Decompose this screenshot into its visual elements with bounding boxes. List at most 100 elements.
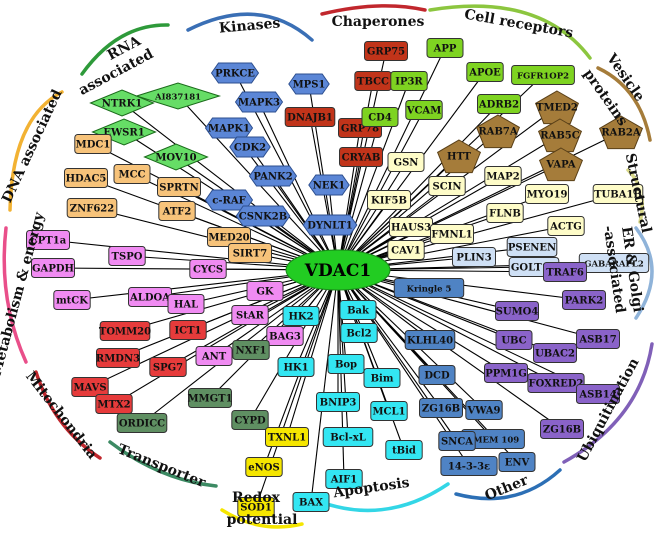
- category-label-other: Other: [483, 472, 531, 504]
- node-shape: [498, 452, 536, 472]
- category-arc-dna: [8, 90, 64, 212]
- category-arc-mitochondria: [34, 370, 102, 460]
- node-ip3r: IP3R: [390, 71, 428, 91]
- node-traf6: TRAF6: [543, 262, 587, 282]
- node-shape: [292, 492, 330, 512]
- node-shape: [95, 394, 133, 414]
- node-label: PANK2: [253, 172, 292, 183]
- category-arc-kinases: [186, 12, 314, 42]
- node-tmem-109: TMEM 109: [461, 429, 525, 449]
- node-label: APOE: [468, 68, 501, 79]
- category-arc-vesicle: [596, 66, 652, 142]
- node-label: MCC: [119, 170, 146, 181]
- node-foxred2: FOXRED2: [527, 373, 585, 393]
- node-label: MAVS: [73, 383, 106, 394]
- node-mdc1: MDC1: [74, 134, 112, 154]
- node-label: KIF5B: [371, 196, 407, 207]
- node-label: MTX2: [97, 400, 130, 411]
- node-label: RMDN3: [96, 354, 140, 365]
- node-label: GAPDH: [32, 264, 74, 275]
- node-label: TUBA1B: [594, 190, 642, 201]
- node-shape: [204, 189, 254, 211]
- node-shape: [405, 100, 443, 120]
- node-haus3: HAUS3: [389, 217, 433, 237]
- node-label: EWSR1: [103, 128, 144, 139]
- node-label: PSENEN: [508, 243, 556, 254]
- node-label: FGFR1OP2: [517, 72, 569, 82]
- node-label: CRYAB: [342, 153, 381, 164]
- node-label: FOXRED2: [529, 379, 584, 390]
- category-label-kinases: Kinases: [218, 15, 281, 36]
- edge-tuba1b: [337, 193, 619, 271]
- category-arc-rna: [80, 23, 170, 76]
- node-shape: [204, 117, 254, 139]
- node-vapa: VAPA: [538, 147, 584, 182]
- node-label: HK2: [288, 312, 313, 323]
- node-shape: [277, 357, 315, 377]
- node-mcl1: MCL1: [370, 401, 408, 421]
- category-arc-transporter: [108, 440, 218, 488]
- node-asb14: ASB14: [576, 384, 620, 404]
- node-shape: [228, 243, 272, 263]
- node-tbcc: TBCC: [354, 71, 392, 91]
- node-label: AIF1: [330, 475, 358, 486]
- node-label: VCAM: [406, 106, 442, 117]
- node-label: TXNL1: [268, 433, 306, 444]
- node-shape: [322, 427, 374, 447]
- category-label-dna: DNA associated: [0, 87, 66, 205]
- node-label: BNIP3: [320, 398, 357, 409]
- node-label: FMNL1: [431, 230, 472, 241]
- node-label: GRP75: [367, 47, 405, 58]
- node-shape: [540, 419, 584, 439]
- node-shape: [210, 62, 260, 84]
- node-shape: [316, 392, 360, 412]
- nodes: NTRK1AI837181EWSR1MOV10PRKCEMAPK3MPS1MAP…: [26, 38, 650, 517]
- edge-rab5c: [337, 134, 561, 271]
- node-shape: [302, 214, 358, 236]
- node-label: CPT1a: [30, 236, 67, 247]
- node-shape: [134, 82, 222, 110]
- node-label: SUMO4: [496, 307, 539, 318]
- node-label: GABARAPL2: [584, 260, 644, 270]
- node-hal: HAL: [167, 294, 205, 314]
- node-shape: [234, 91, 284, 113]
- node-mcc: MCC: [113, 164, 151, 184]
- node-tuba1b: TUBA1B: [592, 184, 644, 204]
- node-c-raf: c-RAF: [204, 189, 254, 211]
- node-app: APP: [426, 38, 464, 58]
- node-zg16b: ZG16B: [419, 398, 463, 418]
- node-sprtn: SPRTN: [157, 177, 201, 197]
- node-shape: [189, 259, 227, 279]
- node-label: MAPK3: [238, 98, 280, 109]
- node-label: TRAF6: [546, 268, 584, 279]
- node-shape: [108, 246, 146, 266]
- node-sirt7: SIRT7: [228, 243, 272, 263]
- node-tmed2: TMED2: [534, 90, 580, 125]
- node-sod1: SOD1: [237, 497, 275, 517]
- node-label: CD4: [368, 113, 392, 124]
- category-arc-redox: [220, 508, 304, 529]
- category-arc-metabolism: [2, 226, 28, 364]
- node-label: TOMM20: [99, 327, 151, 338]
- node-label: RAB2A: [601, 128, 640, 139]
- node-shape: [364, 41, 408, 61]
- node-shape: [387, 152, 425, 172]
- node-bcl2: Bcl2: [340, 323, 378, 343]
- node-csnk2b: CSNK2B: [235, 205, 291, 227]
- node-bnip3: BNIP3: [316, 392, 360, 412]
- node-shape: [361, 107, 399, 127]
- node-shape: [538, 147, 584, 182]
- node-label: ACTG: [549, 222, 582, 233]
- edge-ntrk1: [121, 102, 339, 271]
- node-shape: [74, 134, 112, 154]
- node-shape: [426, 38, 464, 58]
- node-fmnl1: FMNL1: [430, 224, 474, 244]
- node-ai837181: AI837181: [134, 82, 222, 110]
- node-shape: [418, 365, 456, 385]
- node-shape: [245, 457, 283, 477]
- node-label: DNAJB1: [287, 113, 333, 124]
- node-label: PRKCE: [215, 69, 255, 80]
- node-park2: PARK2: [562, 290, 606, 310]
- hub-label: VDAC1: [304, 261, 371, 281]
